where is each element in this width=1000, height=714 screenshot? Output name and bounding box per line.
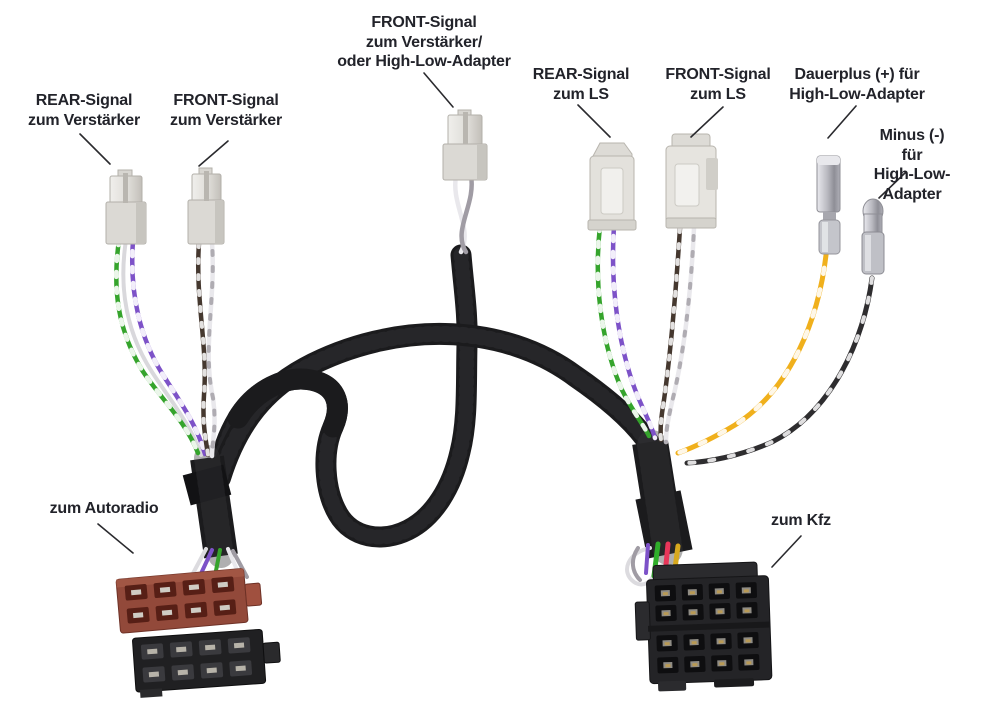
label-minus: Minus (-) für High-Low-Adapter — [873, 127, 951, 203]
wire-dark-front-ls — [658, 225, 683, 443]
autoradio-iso-plug-brown — [115, 568, 263, 634]
wire-dark-front-amp-stripe — [196, 241, 210, 457]
front-amp-plug — [187, 167, 225, 245]
sleeve-right-bundle-texture — [637, 430, 683, 567]
dauerplus-terminal — [816, 155, 841, 255]
sleeve-loop-hump-overlay — [227, 368, 348, 438]
wire-green-rear-amp-stripe — [114, 237, 201, 456]
sleeve-left-bundle-wrap — [182, 464, 232, 506]
label-to-autoradio: zum Autoradio — [49, 500, 159, 517]
leader-rear-to-ls — [577, 104, 611, 138]
label-rear-to-amp: REAR-Signal zum Verstärker — [28, 92, 140, 129]
wire-green-rear-ls-stripe — [595, 223, 652, 439]
front-amp-hla-plug — [442, 109, 488, 181]
wire-white-front-ls-stripe — [664, 226, 696, 444]
leader-to-autoradio — [97, 523, 134, 554]
front-ls-socket — [665, 133, 718, 229]
label-dauerplus: Dauerplus (+) für High-Low-Adapter — [789, 66, 925, 103]
leader-front-to-amp — [198, 140, 229, 167]
leader-rear-to-amp — [79, 133, 111, 165]
label-front-to-amp-or-hla: FRONT-Signal zum Verstärker/ oder High-L… — [337, 14, 511, 71]
wire-exit-right-gray — [631, 546, 642, 582]
label-front-to-amp: FRONT-Signal zum Verstärker — [170, 92, 282, 129]
leader-dauerplus — [827, 105, 857, 139]
wire-gray-center — [459, 173, 474, 255]
wire-exit-right-purple — [644, 543, 650, 575]
label-front-to-ls: FRONT-Signal zum LS — [665, 66, 771, 103]
minus-terminal — [861, 198, 885, 275]
kfz-iso-block — [634, 561, 773, 692]
leader-front-to-ls — [690, 106, 724, 138]
wire-purple-rear-amp — [130, 238, 208, 457]
sleeve-main-arch — [209, 322, 663, 489]
sleeve-left-bundle-texture — [194, 445, 234, 569]
sleeve-main-arch-texture — [212, 325, 660, 486]
sleeve-right-bundle-upper — [632, 439, 678, 508]
harness-wires — [114, 173, 875, 587]
label-rear-to-ls: REAR-Signal zum LS — [532, 66, 630, 103]
wire-purple-rear-ls-stripe — [610, 223, 658, 441]
wire-purple-rear-amp-stripe — [130, 238, 208, 457]
wire-white-front-amp-stripe — [206, 241, 217, 458]
leader-front-to-amp-or-hla — [423, 72, 454, 108]
rear-amp-plug — [105, 169, 147, 245]
label-to-kfz: zum Kfz — [771, 512, 831, 529]
wire-yellow-dauerplus-stripe — [675, 243, 830, 456]
wire-black-minus-stripe — [685, 276, 874, 465]
leader-minus — [878, 171, 907, 199]
leader-to-kfz — [771, 535, 802, 568]
autoradio-iso-plug-black — [132, 628, 281, 698]
rear-ls-socket — [587, 142, 637, 231]
wire-white-rear-amp — [121, 238, 203, 457]
leader-lines — [79, 72, 907, 568]
wire-exit-left-gray — [231, 549, 249, 579]
